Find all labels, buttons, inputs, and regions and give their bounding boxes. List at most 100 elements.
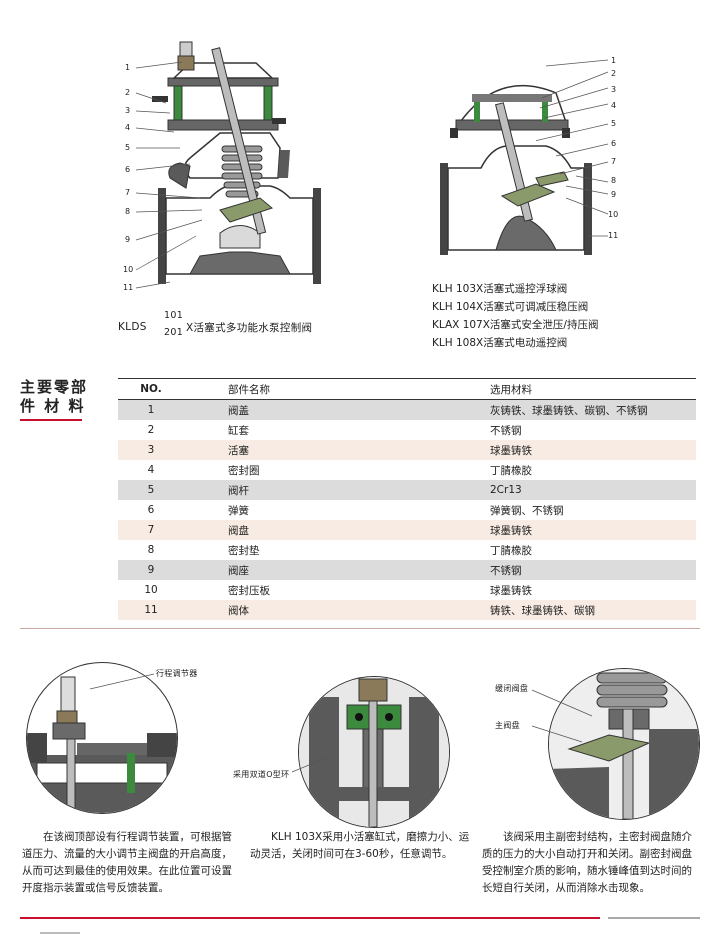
callout-number: 6 bbox=[125, 165, 131, 174]
parts-title-line2: 件 材 料 bbox=[20, 397, 86, 415]
detail-1-leader bbox=[89, 673, 155, 690]
table-header-row: NO. 部件名称 选用材料 bbox=[118, 379, 696, 399]
valve-left-caption-text: X活塞式多功能水泵控制阀 bbox=[186, 322, 313, 334]
table-header-rule bbox=[118, 399, 696, 400]
callout-number: 5 bbox=[611, 119, 617, 128]
detail-circle-stroke-adjuster bbox=[26, 662, 178, 814]
header-no: NO. bbox=[140, 383, 162, 395]
cell-no: 7 bbox=[147, 524, 155, 536]
table-top-rule bbox=[118, 378, 696, 379]
cell-name: 弹簧 bbox=[228, 504, 249, 517]
valve-left-svg bbox=[152, 41, 321, 284]
model-item: KLAX 107X活塞式安全泄压/持压阀 bbox=[432, 319, 599, 331]
cell-material: 铸铁、球墨铸铁、碳钢 bbox=[490, 604, 595, 617]
callout-number: 10 bbox=[608, 210, 619, 219]
callout-number: 4 bbox=[125, 123, 131, 132]
cell-name: 阀盖 bbox=[228, 404, 249, 417]
table-row: 9 阀座 不锈钢 bbox=[118, 560, 696, 580]
model-item: KLH 108X活塞式电动遥控阀 bbox=[432, 337, 568, 349]
detail-2-leader bbox=[291, 757, 327, 773]
cell-name: 缸套 bbox=[228, 424, 249, 437]
cell-name: 活塞 bbox=[228, 444, 249, 457]
model-item: KLH 104X活塞式可调减压稳压阀 bbox=[432, 301, 589, 313]
callout-number: 7 bbox=[125, 188, 131, 197]
cell-no: 4 bbox=[147, 464, 155, 476]
cell-material: 不锈钢 bbox=[490, 564, 522, 577]
detail-2-label: 采用双道O型环 bbox=[233, 770, 290, 779]
valve-right-svg bbox=[440, 85, 592, 255]
cell-material: 球墨铸铁 bbox=[490, 524, 532, 537]
callout-number: 7 bbox=[611, 157, 617, 166]
valve-left-leader-lines bbox=[135, 61, 203, 289]
cell-no: 3 bbox=[147, 444, 155, 456]
parts-title-underline bbox=[20, 419, 82, 421]
detail-circle-o-ring bbox=[298, 676, 450, 828]
callout-number: 1 bbox=[611, 56, 617, 65]
callout-number: 11 bbox=[123, 283, 134, 292]
header-material: 选用材料 bbox=[490, 383, 532, 396]
cell-no: 6 bbox=[147, 504, 155, 516]
detail-1-label: 行程调节器 bbox=[156, 669, 198, 678]
valve-right-leader-lines bbox=[536, 59, 609, 237]
parts-section-title: 主要零部 件 材 料 bbox=[20, 378, 88, 416]
cell-no: 11 bbox=[144, 604, 158, 616]
table-row: 1 阀盖 灰铸铁、球墨铸铁、碳钢、不锈钢 bbox=[118, 400, 696, 420]
callout-number: 10 bbox=[123, 265, 134, 274]
detail-3-leaders bbox=[531, 689, 593, 743]
cell-material: 不锈钢 bbox=[490, 424, 522, 437]
valve-right-drawing bbox=[436, 68, 596, 268]
footer-gray-rule bbox=[608, 917, 700, 919]
callout-number: 8 bbox=[611, 176, 617, 185]
callout-number: 1 bbox=[125, 63, 131, 72]
valve-left-drawing bbox=[150, 38, 330, 293]
parts-title-line1: 主要零部 bbox=[20, 378, 89, 396]
header-name: 部件名称 bbox=[228, 383, 270, 396]
cell-name: 阀座 bbox=[228, 564, 249, 577]
detail-2-text: KLH 103X采用小活塞缸式，磨擦力小、运动灵活，关闭时间可在3-60秒，任意… bbox=[250, 831, 470, 860]
table-row: 2 缸套 不锈钢 bbox=[118, 420, 696, 440]
valve-left-caption-prefix: KLDS bbox=[118, 321, 147, 333]
callout-number: 8 bbox=[125, 207, 131, 216]
cell-material: 球墨铸铁 bbox=[490, 444, 532, 457]
callout-number: 5 bbox=[125, 143, 131, 152]
section-divider bbox=[20, 628, 700, 629]
table-row: 11 阀体 铸铁、球墨铸铁、碳钢 bbox=[118, 600, 696, 620]
callout-number: 6 bbox=[611, 139, 617, 148]
cell-name: 密封压板 bbox=[228, 584, 270, 597]
callout-number: 9 bbox=[125, 235, 131, 244]
cell-no: 9 bbox=[147, 564, 155, 576]
detail-3-text: 该阀采用主副密封结构，主密封阀盘随介质的压力的大小自动打开和关闭。副密封阀盘受控… bbox=[482, 831, 692, 894]
cell-material: 2Cr13 bbox=[490, 484, 522, 496]
valve-left-caption-sup2: 201 bbox=[164, 327, 184, 338]
cell-no: 5 bbox=[147, 484, 155, 496]
cell-no: 2 bbox=[147, 424, 155, 436]
valve-right-model-list: KLH 103X活塞式遥控浮球阀 KLH 104X活塞式可调减压稳压阀 KLAX… bbox=[432, 280, 598, 352]
cell-material: 弹簧钢、不锈钢 bbox=[490, 504, 564, 517]
detail-1-text: 在该阀顶部设有行程调节装置，可根据管道压力、流量的大小调节主阀盘的开启高度，从而… bbox=[22, 831, 232, 894]
model-item: KLH 103X活塞式遥控浮球阀 bbox=[432, 283, 568, 295]
footer-red-rule bbox=[20, 917, 600, 919]
table-row: 3 活塞 球墨铸铁 bbox=[118, 440, 696, 460]
footer-small-rule bbox=[40, 932, 80, 934]
cell-no: 1 bbox=[147, 404, 155, 416]
callout-number: 3 bbox=[125, 106, 131, 115]
callout-number: 2 bbox=[611, 69, 617, 78]
table-row: 6 弹簧 弹簧钢、不锈钢 bbox=[118, 500, 696, 520]
detail-2-svg bbox=[299, 677, 449, 827]
cell-material: 灰铸铁、球墨铸铁、碳钢、不锈钢 bbox=[490, 404, 648, 417]
valve-left-caption-sup1: 101 bbox=[164, 310, 184, 321]
cell-name: 阀体 bbox=[228, 604, 249, 617]
callout-number: 2 bbox=[125, 88, 131, 97]
cell-name: 密封圈 bbox=[228, 464, 260, 477]
cell-name: 阀盘 bbox=[228, 524, 249, 537]
callout-number: 3 bbox=[611, 85, 617, 94]
detail-3-label-top: 缓闭阀盘 bbox=[495, 684, 529, 693]
table-row: 7 阀盘 球墨铸铁 bbox=[118, 520, 696, 540]
callout-number: 9 bbox=[611, 190, 617, 199]
cell-material: 丁腈橡胶 bbox=[490, 544, 532, 557]
detail-3-label-bottom: 主阀盘 bbox=[495, 721, 520, 730]
